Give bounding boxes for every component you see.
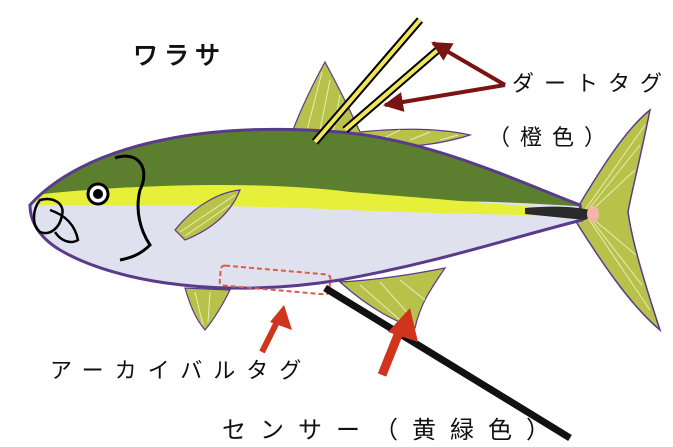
archival-tag-arrow (262, 305, 292, 352)
dart-tag-color-label: （橙色） (488, 120, 616, 152)
sensor-label: センサー（黄緑色） (222, 410, 564, 445)
dart-tag-arrows (385, 43, 505, 105)
dart-tag-label: ダートタグ (512, 66, 672, 98)
archival-tag-label: アーカイバルタグ (50, 353, 312, 385)
species-title: ワラサ (133, 36, 226, 72)
